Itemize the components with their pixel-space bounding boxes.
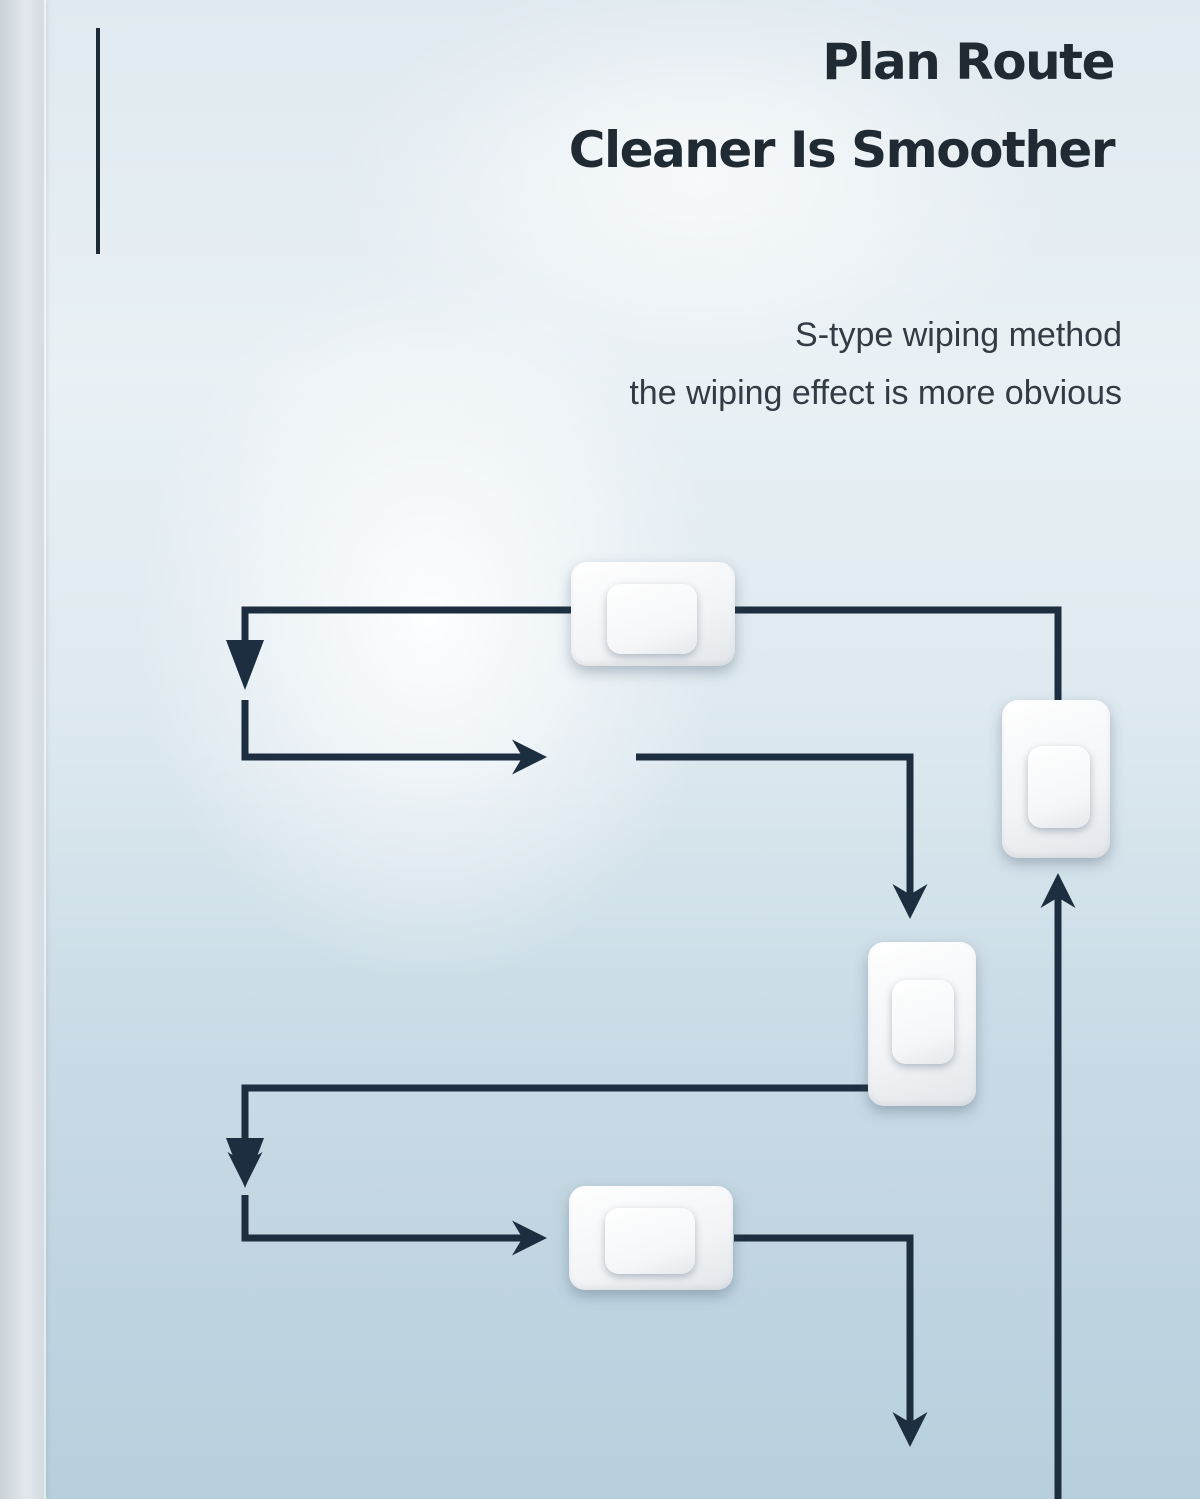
robot-handle — [605, 1208, 695, 1274]
route-segment-top-right — [735, 606, 1062, 700]
window-frame-edge — [0, 0, 46, 1499]
cleaning-robot-bottom — [569, 1186, 733, 1290]
route-segment-row2-left — [241, 700, 547, 775]
route-segment-row4-left — [241, 1195, 547, 1256]
route-segment-row4-right — [734, 1234, 928, 1447]
robot-handle — [892, 980, 954, 1064]
accent-bar — [96, 28, 100, 254]
route-segment-top-left — [241, 606, 572, 680]
subtext: S-type wiping method the wiping effect i… — [629, 306, 1122, 422]
robot-handle — [607, 584, 697, 654]
cleaning-robot-middle — [868, 942, 976, 1106]
route-segment-row3 — [227, 1084, 872, 1187]
subtext-line-1: S-type wiping method — [795, 316, 1122, 354]
cleaning-robot-right — [1002, 700, 1110, 858]
cleaning-robot-top — [571, 562, 735, 666]
arrowhead-down-2 — [226, 1138, 264, 1188]
headline-line-2: Cleaner Is Smoother — [568, 121, 1116, 179]
headline-line-1: Plan Route — [822, 33, 1115, 91]
headline: Plan Route Cleaner Is Smoother — [568, 18, 1116, 194]
route-segment-row2-right — [636, 753, 928, 919]
arrowhead-down-1 — [226, 640, 264, 690]
robot-handle — [1028, 746, 1090, 828]
subtext-line-2: the wiping effect is more obvious — [629, 374, 1122, 412]
